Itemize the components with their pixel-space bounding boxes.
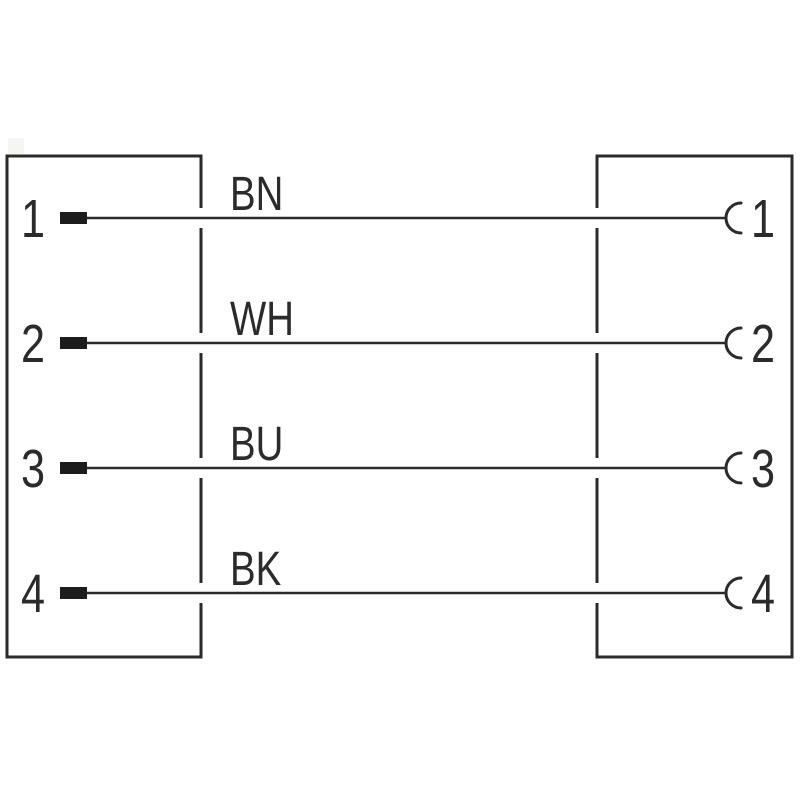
right-socket-icon-2 xyxy=(724,326,743,360)
wire-label-bk: BK xyxy=(230,543,281,596)
right-pin-number-4: 4 xyxy=(751,565,775,625)
wire-label-bn: BN xyxy=(230,168,283,221)
left-pin-number-4: 4 xyxy=(21,565,45,625)
left-pin-terminal-4 xyxy=(60,587,87,599)
right-connector-body xyxy=(595,154,794,659)
left-connector-body xyxy=(5,154,203,659)
wire-label-wh: WH xyxy=(230,293,294,346)
right-pin-number-2: 2 xyxy=(751,315,775,375)
right-pin-number-3: 3 xyxy=(751,440,775,500)
right-socket-icon-4 xyxy=(724,576,743,610)
left-pin-terminal-1 xyxy=(60,212,87,224)
left-pin-terminal-2 xyxy=(60,337,87,349)
left-pin-number-3: 3 xyxy=(21,440,45,500)
wire-label-bu: BU xyxy=(230,418,283,471)
scan-artifact xyxy=(8,138,24,154)
right-socket-icon-3 xyxy=(724,451,743,485)
wire-row-3: 3 BU 3 xyxy=(21,418,775,499)
wire-row-2: 2 WH 2 xyxy=(21,293,775,374)
right-socket-icon-1 xyxy=(724,201,743,235)
wire-row-1: 1 BN 1 xyxy=(21,168,775,249)
left-pin-number-2: 2 xyxy=(21,315,45,375)
right-pin-number-1: 1 xyxy=(751,190,775,250)
wire-row-4: 4 BK 4 xyxy=(21,543,775,624)
left-pin-terminal-3 xyxy=(60,462,87,474)
left-pin-number-1: 1 xyxy=(21,190,45,250)
